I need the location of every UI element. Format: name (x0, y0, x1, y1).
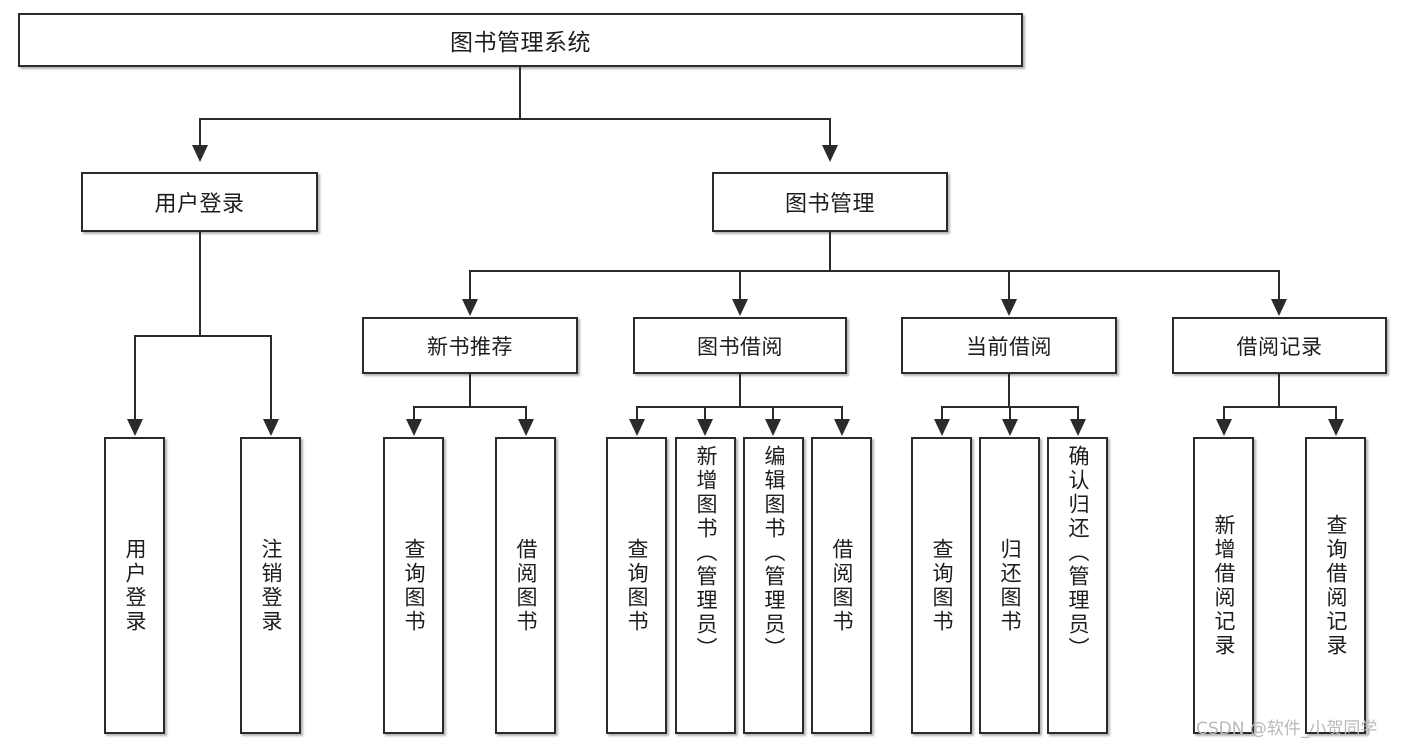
connector-bm-to-borrow (739, 270, 741, 300)
node-current-borrow[interactable]: 当前借阅 (901, 317, 1117, 374)
connector-br-to-leaf-2 (1335, 406, 1337, 420)
arrowhead-user-login-to-leaf-2 (263, 419, 279, 436)
leaf-current-query-books[interactable]: 查询图书 (911, 437, 972, 734)
arrowhead-bb-to-leaf-3 (765, 419, 781, 436)
connector-user-login-stem (199, 232, 201, 336)
leaf-label: 查询图书 (930, 537, 954, 634)
arrowhead-br-to-leaf-1 (1216, 419, 1232, 436)
node-label: 图书管理 (784, 192, 875, 217)
leaf-label: 新增图书（管理员） (694, 445, 718, 661)
connector-bm-to-current (1008, 270, 1010, 300)
arrowhead-cb-to-leaf-2 (1002, 419, 1018, 436)
connector-bb-to-leaf-3 (772, 406, 774, 420)
connector-current-stem (1008, 374, 1010, 408)
arrowhead-bb-to-leaf-2 (697, 419, 713, 436)
node-label: 用户登录 (154, 192, 245, 217)
connector-book-management-stem (829, 232, 831, 272)
leaf-label: 查询图书 (402, 537, 426, 634)
connector-new-book-stem (469, 374, 471, 408)
leaf-new-book-borrow-books[interactable]: 借阅图书 (495, 437, 556, 734)
leaf-label: 用户登录 (123, 537, 147, 634)
arrowhead-br-to-leaf-2 (1328, 419, 1344, 436)
leaf-user-login[interactable]: 用户登录 (104, 437, 165, 734)
node-label: 图书管理系统 (450, 30, 591, 56)
leaf-label: 查询图书 (625, 537, 649, 634)
leaf-borrow-edit-book-admin[interactable]: 编辑图书（管理员） (743, 437, 804, 734)
connector-bm-to-records (1278, 270, 1280, 300)
connector-root-bus (199, 118, 831, 120)
connector-user-login-to-leaf-2 (270, 335, 272, 420)
connector-new-book-bus (413, 406, 527, 408)
leaf-label: 借阅图书 (830, 537, 854, 634)
connector-nb-to-leaf-2 (525, 406, 527, 420)
connector-bb-to-leaf-2 (704, 406, 706, 420)
connector-records-stem (1278, 374, 1280, 408)
node-borrow-records[interactable]: 借阅记录 (1172, 317, 1387, 374)
leaf-new-book-query-books[interactable]: 查询图书 (383, 437, 444, 734)
leaf-logout[interactable]: 注销登录 (240, 437, 301, 734)
connector-bb-to-leaf-4 (841, 406, 843, 420)
leaf-label: 查询借阅记录 (1324, 513, 1348, 658)
connector-records-bus (1223, 406, 1337, 408)
node-user-login[interactable]: 用户登录 (81, 172, 318, 232)
connector-root-to-book-management (829, 118, 831, 146)
connector-br-to-leaf-1 (1223, 406, 1225, 420)
arrowhead-cb-to-leaf-1 (934, 419, 950, 436)
leaf-label: 新增借阅记录 (1212, 513, 1236, 658)
connector-borrow-bus (636, 406, 843, 408)
connector-bm-to-new-book (469, 270, 471, 300)
node-label: 新书推荐 (427, 334, 513, 359)
node-root-book-management-system[interactable]: 图书管理系统 (18, 13, 1023, 67)
node-book-management[interactable]: 图书管理 (712, 172, 948, 232)
arrowhead-root-to-user-login (192, 145, 208, 162)
leaf-label: 编辑图书（管理员） (762, 445, 786, 661)
connector-cb-to-leaf-3 (1077, 406, 1079, 420)
arrowhead-bm-to-borrow (732, 299, 748, 316)
leaf-current-return-books[interactable]: 归还图书 (979, 437, 1040, 734)
leaf-borrow-borrow-books[interactable]: 借阅图书 (811, 437, 872, 734)
arrowhead-bb-to-leaf-4 (834, 419, 850, 436)
node-label: 图书借阅 (697, 334, 783, 359)
csdn-watermark: CSDN @软件_小贺同学 (1196, 719, 1378, 739)
arrowhead-nb-to-leaf-1 (406, 419, 422, 436)
arrowhead-bm-to-new-book (462, 299, 478, 316)
connector-user-login-to-leaf-1 (134, 335, 136, 420)
leaf-label: 借阅图书 (514, 537, 538, 634)
leaf-current-confirm-return-admin[interactable]: 确认归还（管理员） (1047, 437, 1108, 734)
connector-root-to-user-login (199, 118, 201, 146)
connector-cb-to-leaf-2 (1009, 406, 1011, 420)
arrowhead-bb-to-leaf-1 (629, 419, 645, 436)
arrowhead-cb-to-leaf-3 (1070, 419, 1086, 436)
connector-book-management-bus (469, 270, 1279, 272)
leaf-borrow-query-books[interactable]: 查询图书 (606, 437, 667, 734)
leaf-label: 确认归还（管理员） (1066, 445, 1090, 661)
connector-root-stem (519, 67, 521, 119)
arrowhead-user-login-to-leaf-1 (127, 419, 143, 436)
connector-nb-to-leaf-1 (413, 406, 415, 420)
arrowhead-bm-to-records (1271, 299, 1287, 316)
arrowhead-nb-to-leaf-2 (518, 419, 534, 436)
arrowhead-bm-to-current (1001, 299, 1017, 316)
connector-borrow-stem (739, 374, 741, 408)
leaf-label: 归还图书 (998, 537, 1022, 634)
leaf-label: 注销登录 (259, 537, 283, 634)
connector-user-login-bus (134, 335, 271, 337)
leaf-records-query-record[interactable]: 查询借阅记录 (1305, 437, 1366, 734)
leaf-borrow-add-book-admin[interactable]: 新增图书（管理员） (675, 437, 736, 734)
node-label: 当前借阅 (966, 334, 1052, 359)
connector-cb-to-leaf-1 (941, 406, 943, 420)
node-book-borrow[interactable]: 图书借阅 (633, 317, 847, 374)
node-new-book-recommend[interactable]: 新书推荐 (362, 317, 578, 374)
node-label: 借阅记录 (1236, 334, 1323, 359)
connector-bb-to-leaf-1 (636, 406, 638, 420)
arrowhead-root-to-book-management (822, 145, 838, 162)
leaf-records-add-record[interactable]: 新增借阅记录 (1193, 437, 1254, 734)
